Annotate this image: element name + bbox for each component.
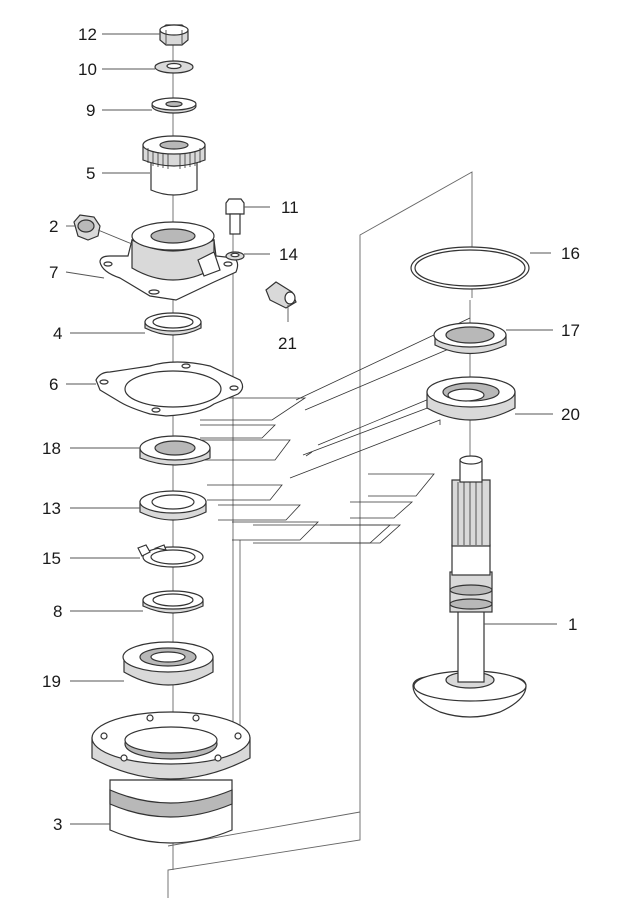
part-13-slotted-nut	[139, 490, 207, 521]
label-part-20: 20	[561, 405, 580, 424]
label-part-21: 21	[278, 334, 297, 353]
label-part-15: 15	[42, 549, 61, 568]
label-part-4: 4	[53, 324, 62, 343]
label-part-16: 16	[561, 244, 580, 263]
label-part-9: 9	[86, 101, 95, 120]
part-15-tab-washer	[137, 544, 204, 568]
part-18-seal	[139, 435, 211, 466]
part-3-flange-hub	[91, 711, 251, 844]
part-number-labels: 12 10 9 5 11 2 14 16 7 21 4 17 6 20 18 1…	[42, 25, 580, 834]
label-part-12: 12	[78, 25, 97, 44]
part-10-lock-washer	[154, 60, 194, 74]
part-11-bolt	[225, 198, 245, 235]
label-part-6: 6	[49, 375, 58, 394]
label-part-8: 8	[53, 602, 62, 621]
part-17-seal	[433, 322, 507, 354]
part-6-gasket	[95, 361, 244, 417]
part-1-shaft	[412, 455, 527, 718]
label-part-19: 19	[42, 672, 61, 691]
label-part-13: 13	[42, 499, 61, 518]
part-5-gear-bush	[142, 135, 206, 196]
label-part-2: 2	[49, 217, 58, 236]
label-part-18: 18	[42, 439, 61, 458]
part-14-small-washer	[225, 251, 245, 261]
leader-lines	[65, 33, 557, 825]
part-2-plug	[73, 214, 101, 241]
label-part-7: 7	[49, 263, 58, 282]
label-part-14: 14	[279, 245, 298, 264]
assembly-direction-symbol	[200, 317, 476, 544]
label-part-10: 10	[78, 60, 97, 79]
label-part-5: 5	[86, 164, 95, 183]
part-9-washer	[151, 97, 197, 114]
part-8-spacer	[142, 590, 204, 614]
part-20-bearing	[426, 376, 516, 421]
part-21-grease-fitting	[265, 281, 297, 309]
label-part-3: 3	[53, 815, 62, 834]
part-19-bearing	[122, 641, 214, 686]
part-12-nut	[159, 24, 189, 46]
part-16-o-ring	[410, 246, 530, 290]
part-7-housing	[99, 221, 239, 301]
part-4-spacer-ring	[144, 312, 202, 336]
label-part-1: 1	[568, 615, 577, 634]
label-part-17: 17	[561, 321, 580, 340]
label-part-11: 11	[281, 198, 299, 217]
